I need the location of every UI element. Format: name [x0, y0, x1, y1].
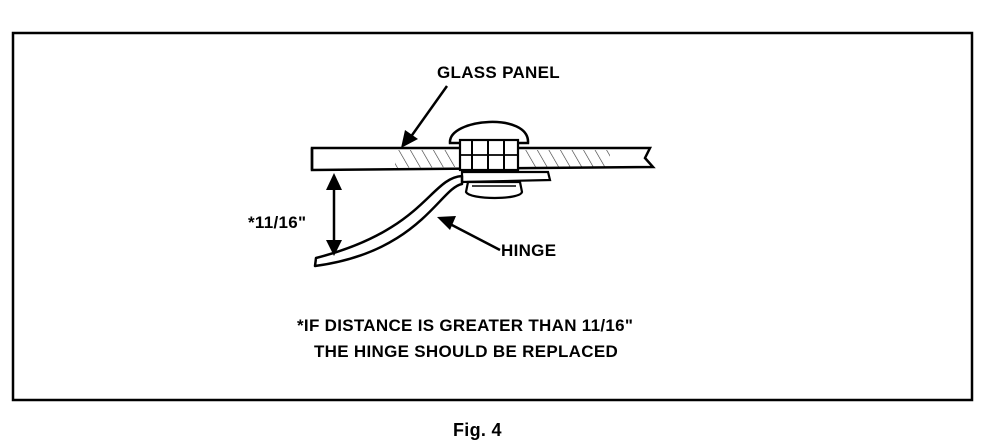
note-line-2: THE HINGE SHOULD BE REPLACED — [314, 342, 619, 361]
note-line-1: *IF DISTANCE IS GREATER THAN 11/16" — [297, 316, 634, 335]
glass-panel-leader — [401, 85, 449, 148]
hinge-label: HINGE — [501, 241, 557, 260]
hinge-leader — [437, 216, 501, 252]
fastener — [448, 120, 552, 200]
figure-caption: Fig. 4 — [453, 420, 502, 440]
dimension-arrow — [326, 173, 342, 256]
figure-frame — [11, 31, 974, 402]
hinge — [313, 174, 464, 268]
glass-panel-label: GLASS PANEL — [437, 63, 560, 82]
dimension-label: *11/16" — [248, 213, 307, 232]
